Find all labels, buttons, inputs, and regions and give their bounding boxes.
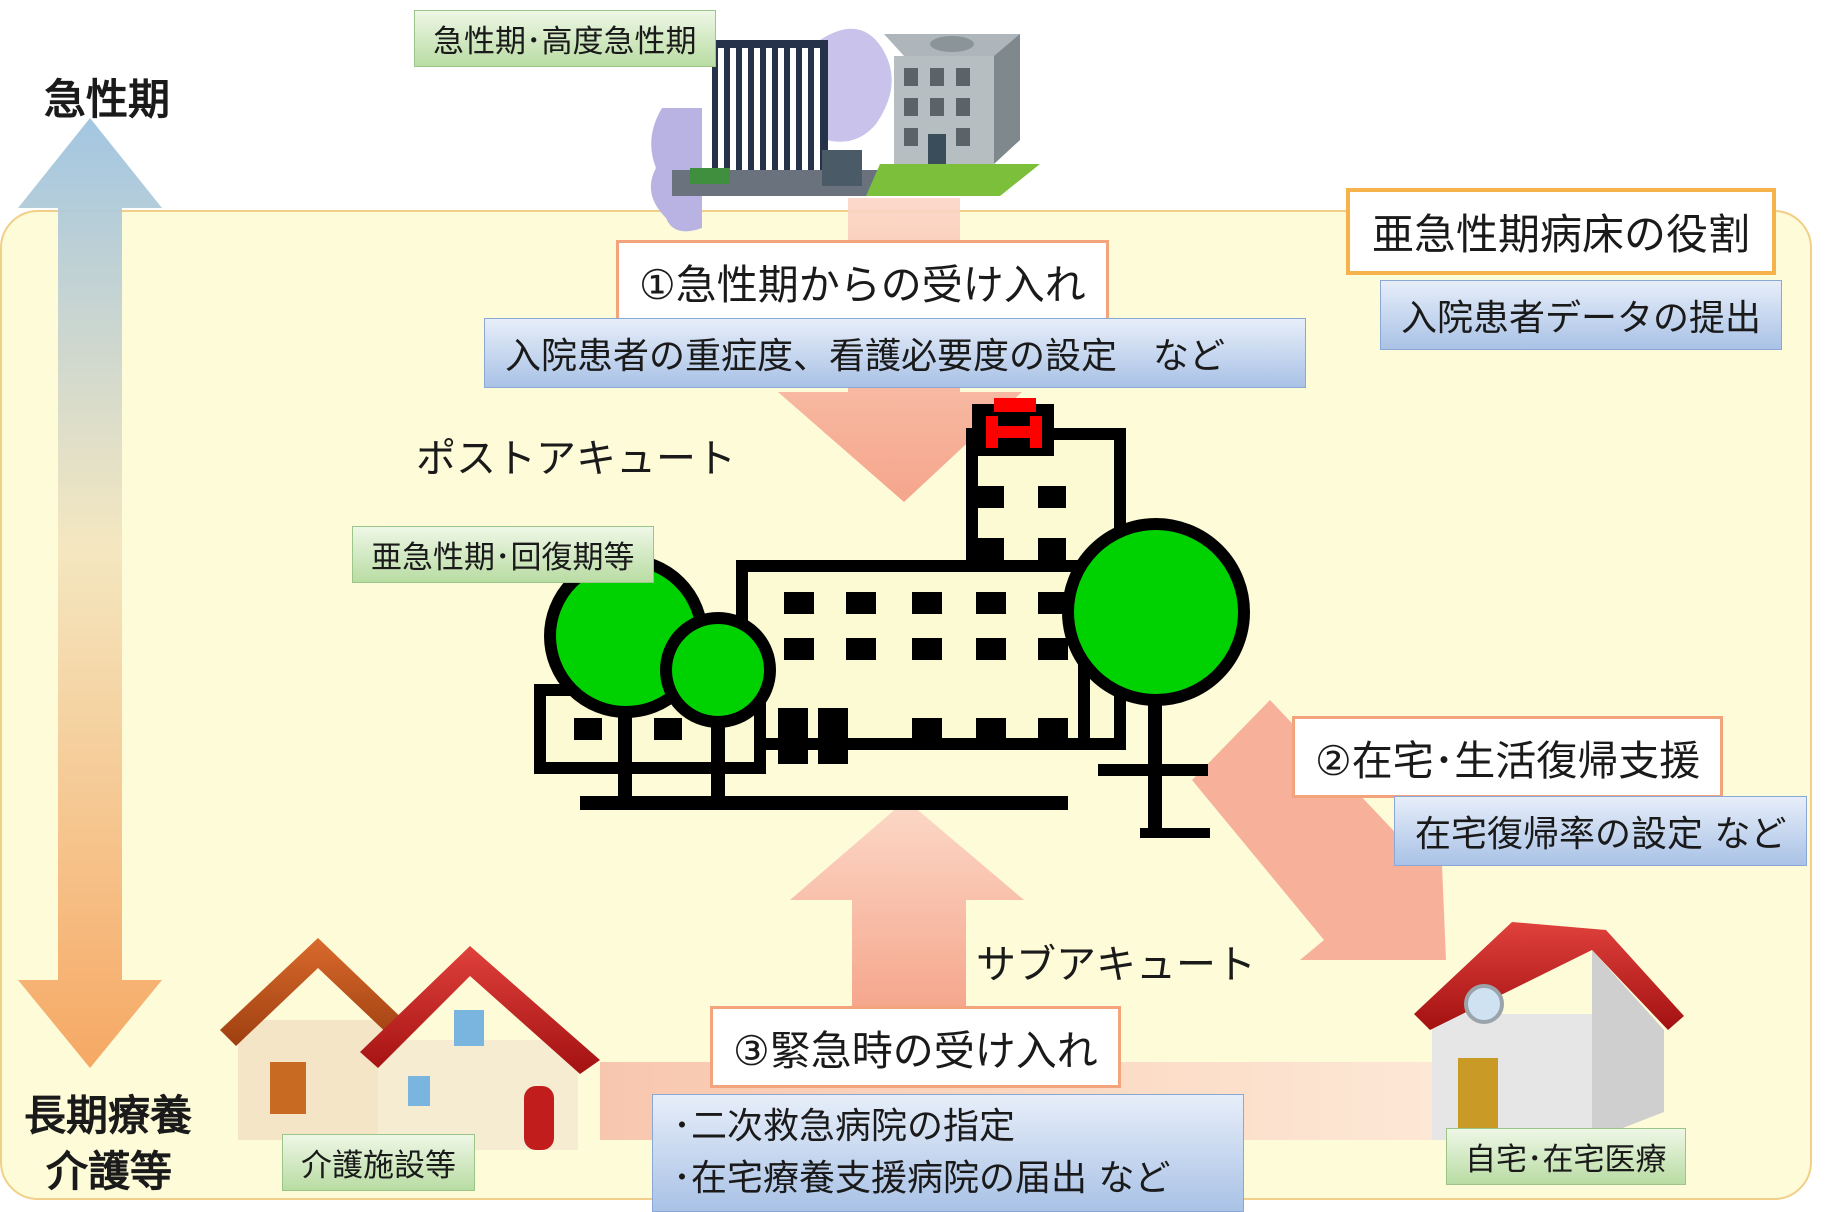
- flow-arrow-emergency-up: [790, 800, 1024, 1012]
- role-3-detail-item: ･在宅療養支援病院の届出 など: [673, 1158, 1171, 1199]
- label-subacute-hospital: 亜急性期･回復期等: [352, 526, 654, 583]
- data-submission-label: 入院患者データの提出: [1380, 280, 1783, 350]
- term-sub-acute: サブアキュート: [976, 942, 1256, 988]
- flow-arrow-to-home: [1192, 700, 1446, 960]
- role-3-detail-item: ･二次救急病院の指定: [673, 1106, 1016, 1147]
- term-post-acute: ポストアキュート: [416, 436, 736, 482]
- home-icon: [1414, 922, 1684, 1140]
- axis-label-longterm: 長期療養: [24, 1091, 193, 1140]
- label-care-facility: 介護施設等: [282, 1134, 475, 1191]
- role-3-detail: ･二次救急病院の指定 ･在宅療養支援病院の届出 など: [652, 1094, 1244, 1212]
- role-3-title: ③緊急時の受け入れ: [710, 1006, 1121, 1088]
- axis-label-care: 介護等: [46, 1147, 173, 1196]
- label-acute-hospital: 急性期･高度急性期: [414, 10, 716, 67]
- label-home: 自宅･在宅医療: [1446, 1128, 1686, 1185]
- acute-longterm-axis-arrow: [18, 118, 162, 1068]
- acute-hospital-icon: [650, 28, 892, 232]
- role-2-title: ②在宅･生活復帰支援: [1292, 716, 1724, 798]
- role-title: 亜急性期病床の役割: [1346, 188, 1777, 275]
- care-facility-icon: [220, 938, 600, 1150]
- role-1-detail: 入院患者の重症度、看護必要度の設定 など: [484, 318, 1306, 388]
- role-1-title: ①急性期からの受け入れ: [616, 240, 1109, 322]
- helipad-hospital-icon: [866, 34, 1040, 196]
- subacute-hospital-icon: [534, 398, 1250, 838]
- axis-label-acute: 急性期: [44, 75, 171, 124]
- role-2-detail: 在宅復帰率の設定 など: [1394, 796, 1808, 866]
